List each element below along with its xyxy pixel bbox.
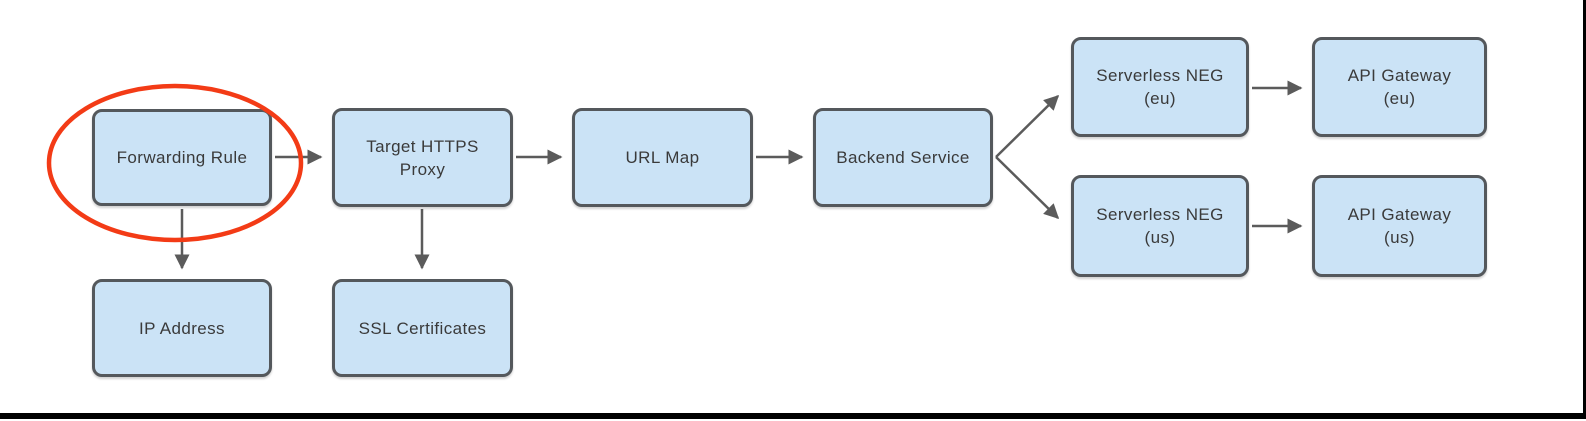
- node-api-gateway-us: API Gateway (us): [1312, 175, 1487, 277]
- node-serverless-neg-us: Serverless NEG (us): [1071, 175, 1249, 277]
- node-backend-service: Backend Service: [813, 108, 993, 207]
- node-ip-address: IP Address: [92, 279, 272, 377]
- edge-backend-service-to-serverless-neg-eu: [995, 94, 1060, 158]
- node-target-https-proxy: Target HTTPS Proxy: [332, 108, 513, 207]
- edge-backend-service-to-serverless-neg-us: [995, 156, 1060, 220]
- page-edge-right: [1583, 0, 1586, 419]
- node-forwarding-rule: Forwarding Rule: [92, 109, 272, 206]
- node-api-gateway-eu: API Gateway (eu): [1312, 37, 1487, 137]
- page-edge-bottom: [0, 413, 1586, 419]
- node-ssl-certificates: SSL Certificates: [332, 279, 513, 377]
- node-serverless-neg-eu: Serverless NEG (eu): [1071, 37, 1249, 137]
- node-url-map: URL Map: [572, 108, 753, 207]
